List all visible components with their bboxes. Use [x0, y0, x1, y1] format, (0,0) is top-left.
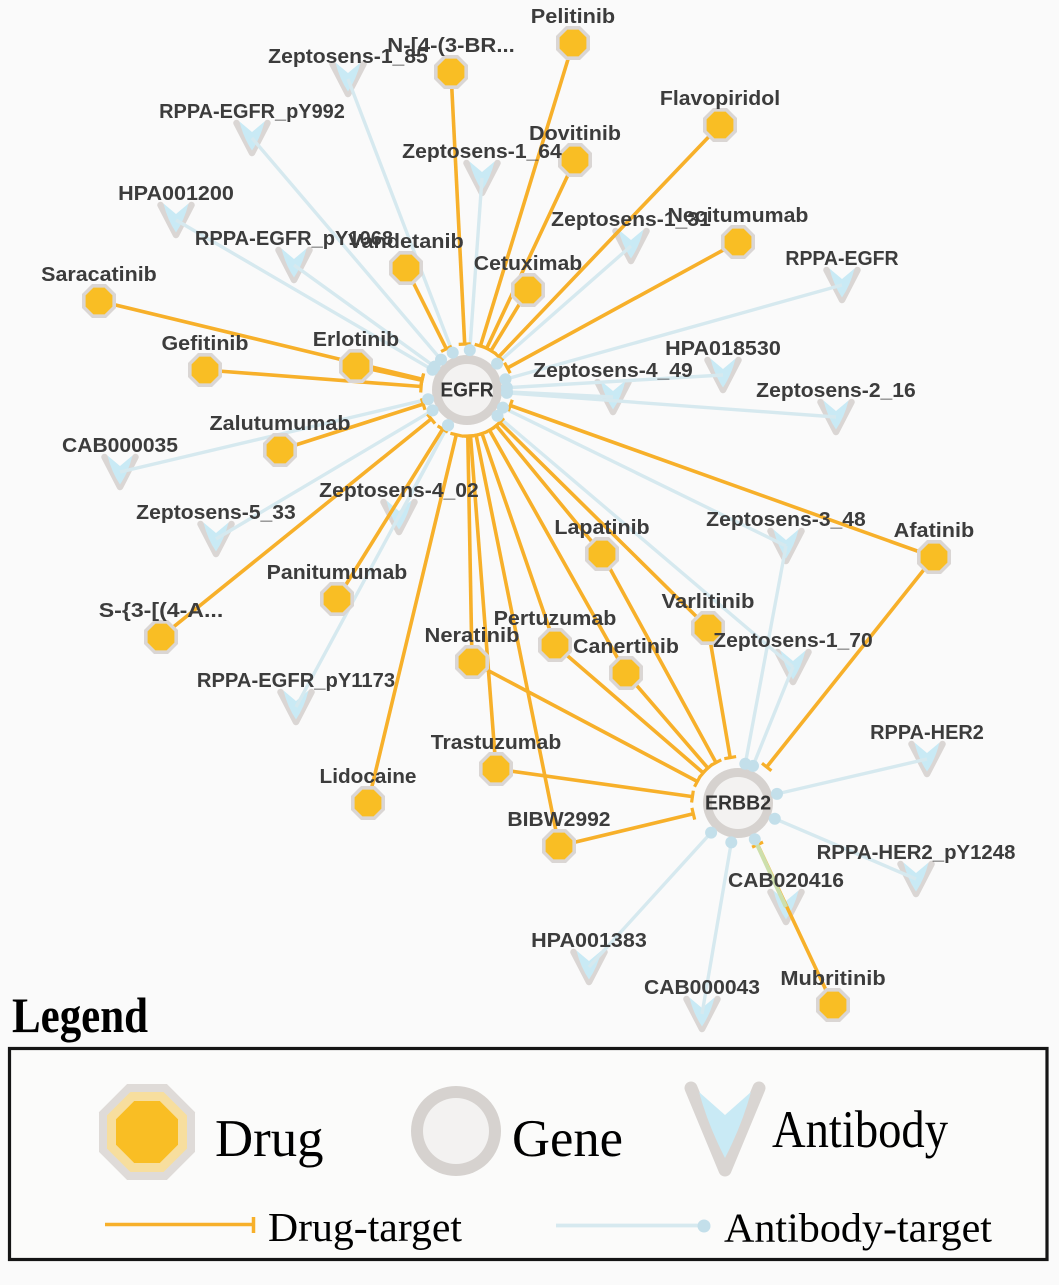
- svg-text:Antibody: Antibody: [772, 1101, 948, 1159]
- svg-text:Pelitinib: Pelitinib: [531, 6, 615, 28]
- svg-text:Canertinib: Canertinib: [573, 636, 679, 658]
- svg-text:Gene: Gene: [512, 1110, 623, 1168]
- svg-text:Mubritinib: Mubritinib: [780, 968, 885, 990]
- svg-text:Cetuximab: Cetuximab: [474, 253, 582, 275]
- svg-text:CAB000035: CAB000035: [62, 435, 178, 457]
- svg-text:Gefitinib: Gefitinib: [162, 333, 249, 355]
- svg-text:RPPA-EGFR_pY992: RPPA-EGFR_pY992: [159, 101, 345, 123]
- svg-text:Afatinib: Afatinib: [894, 520, 975, 542]
- svg-text:Pertuzumab: Pertuzumab: [494, 608, 617, 630]
- svg-text:RPPA-HER2_pY1248: RPPA-HER2_pY1248: [817, 842, 1016, 864]
- svg-text:Zeptosens-4_02: Zeptosens-4_02: [319, 480, 479, 502]
- svg-text:Erlotinib: Erlotinib: [313, 329, 399, 351]
- svg-text:Flavopiridol: Flavopiridol: [660, 88, 780, 110]
- svg-text:Zeptosens-1_85: Zeptosens-1_85: [268, 46, 428, 68]
- svg-text:RPPA-HER2: RPPA-HER2: [870, 722, 984, 744]
- svg-text:Varlitinib: Varlitinib: [662, 591, 755, 613]
- svg-text:HPA001383: HPA001383: [531, 930, 647, 952]
- svg-text:Saracatinib: Saracatinib: [41, 264, 157, 286]
- svg-text:S-{3-[(4-A...: S-{3-[(4-A...: [99, 600, 224, 622]
- svg-text:Zalutumumab: Zalutumumab: [210, 413, 351, 435]
- svg-text:Trastuzumab: Trastuzumab: [431, 732, 562, 754]
- svg-text:Drug: Drug: [215, 1110, 324, 1168]
- svg-text:Antibody-target: Antibody-target: [724, 1205, 992, 1251]
- svg-text:CAB000043: CAB000043: [644, 977, 760, 999]
- svg-text:Zeptosens-2_16: Zeptosens-2_16: [756, 380, 916, 402]
- svg-text:Zeptosens-3_48: Zeptosens-3_48: [706, 509, 866, 531]
- svg-text:HPA001200: HPA001200: [118, 183, 234, 205]
- svg-text:Lidocaine: Lidocaine: [320, 766, 417, 788]
- svg-text:Zeptosens-1_31: Zeptosens-1_31: [551, 209, 711, 231]
- svg-text:CAB020416: CAB020416: [728, 870, 844, 892]
- svg-text:ERBB2: ERBB2: [705, 793, 771, 815]
- svg-text:EGFR: EGFR: [440, 380, 494, 402]
- svg-text:Zeptosens-4_49: Zeptosens-4_49: [533, 360, 693, 382]
- svg-text:Zeptosens-1_64: Zeptosens-1_64: [402, 141, 563, 163]
- svg-text:Zeptosens-5_33: Zeptosens-5_33: [136, 502, 296, 524]
- svg-text:Legend: Legend: [12, 987, 148, 1043]
- svg-text:HPA018530: HPA018530: [665, 338, 781, 360]
- svg-text:BIBW2992: BIBW2992: [507, 809, 610, 831]
- svg-text:RPPA-EGFR: RPPA-EGFR: [785, 248, 899, 270]
- svg-text:Panitumumab: Panitumumab: [267, 562, 408, 584]
- svg-text:RPPA-EGFR_pY1173: RPPA-EGFR_pY1173: [197, 670, 395, 692]
- svg-text:Lapatinib: Lapatinib: [554, 517, 649, 539]
- svg-text:Drug-target: Drug-target: [268, 1204, 462, 1250]
- svg-text:RPPA-EGFR_pY1068: RPPA-EGFR_pY1068: [195, 228, 393, 250]
- svg-text:Zeptosens-1_70: Zeptosens-1_70: [713, 630, 873, 652]
